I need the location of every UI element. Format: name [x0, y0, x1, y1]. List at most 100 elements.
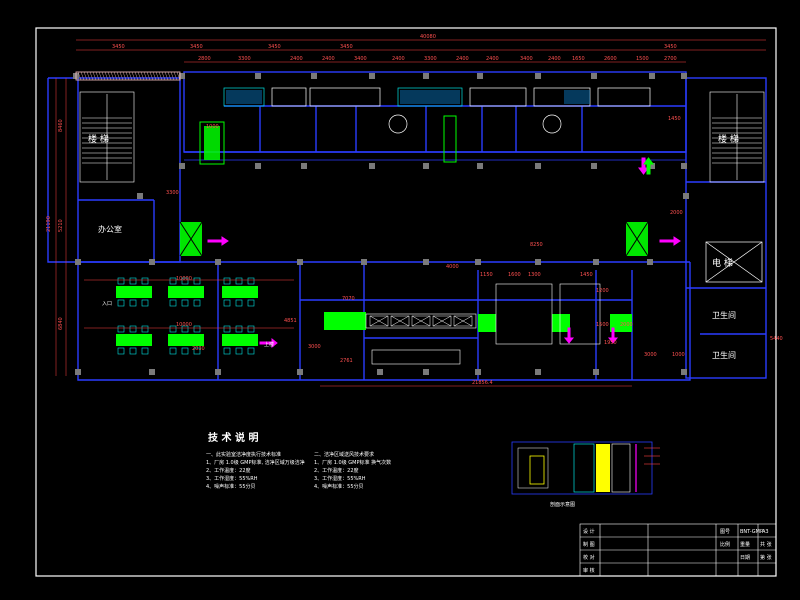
stair-left [79, 91, 135, 183]
column [149, 259, 155, 265]
dimension-label: 5440 [770, 336, 783, 342]
column [535, 163, 541, 169]
dimension-label: 3450 [190, 44, 203, 50]
hatch-line [107, 71, 112, 81]
chair [247, 325, 255, 333]
column [477, 73, 483, 79]
dimension-label: 1650 [572, 56, 585, 62]
title-drawing-no-label: 图号 [720, 529, 730, 535]
title-scale-2: 重量 [740, 541, 750, 548]
column [297, 369, 303, 375]
hatch-line [98, 71, 103, 81]
hatch-line [89, 71, 94, 81]
dimension-label: 1300 [528, 272, 541, 278]
hatch-line [167, 71, 172, 81]
hatch-line [173, 71, 178, 81]
chair [223, 299, 231, 307]
column [75, 259, 81, 265]
note-line: 1、厂房 1.0级 GMP标准, 洁净区域万级洁净 [206, 459, 305, 466]
chair [117, 277, 125, 285]
note-line: 2、工作温度：22度 [314, 467, 359, 474]
room-label-stair-right: 楼 梯 [718, 133, 739, 145]
note-line: 二、洁净区域送风技术要求 [314, 451, 374, 458]
dimension-label: 4000 [446, 264, 459, 270]
column [255, 73, 261, 79]
dimension-label: 10000 [176, 276, 192, 282]
column [297, 259, 303, 265]
elevator-shaft [705, 241, 763, 283]
hatch-line [134, 71, 139, 81]
window-strip-hatched [75, 71, 181, 81]
chair [193, 277, 201, 285]
dimension-label: 1600 [508, 272, 521, 278]
pass-box [453, 315, 473, 327]
title-block [579, 523, 777, 577]
column [591, 163, 597, 169]
hatch-line [95, 71, 100, 81]
note-line: 4、噪声标准：55分贝 [206, 483, 256, 490]
workbench [116, 334, 152, 346]
dimension-label: 2600 [604, 56, 617, 62]
column [475, 259, 481, 265]
column [649, 163, 655, 169]
dimension-label: 3450 [112, 44, 125, 50]
dimension-label: 3300 [424, 56, 437, 62]
column [179, 73, 185, 79]
dimension-label: 3450 [340, 44, 353, 50]
pass-box [432, 315, 452, 327]
chair [117, 299, 125, 307]
column [647, 259, 653, 265]
hatch-line [137, 71, 142, 81]
notes-title: 技 术 说 明 [208, 431, 258, 444]
note-line: 一、此实验室洁净度执行技术标准 [206, 451, 281, 458]
dimension-label: 3000 [308, 344, 321, 350]
column [423, 163, 429, 169]
chair [141, 325, 149, 333]
chair [169, 299, 177, 307]
hatch-line [101, 71, 106, 81]
column [377, 369, 383, 375]
hatch-line [143, 71, 148, 81]
chair [169, 277, 177, 285]
chair [223, 347, 231, 355]
dimension-label: 1500 [636, 56, 649, 62]
dimension-label: 2400 [486, 56, 499, 62]
lab-benches-top [199, 87, 651, 165]
dimension-label: 2400 [456, 56, 469, 62]
pass-box-cross [390, 315, 410, 327]
title-drawing-no: BNT-GMP [740, 529, 763, 535]
hatch-line [125, 71, 130, 81]
column [369, 73, 375, 79]
workbench [222, 286, 258, 298]
dimension-label: 2000 [620, 322, 633, 328]
column [311, 73, 317, 79]
chair [169, 347, 177, 355]
chair [141, 277, 149, 285]
hatch-line [122, 71, 127, 81]
dimension-label: 3400 [354, 56, 367, 62]
hatch-line [113, 71, 118, 81]
room-label-toilet-bottom: 卫生间 [712, 350, 736, 360]
chair [129, 299, 137, 307]
room-label-office: 办公室 [98, 224, 122, 234]
workstation-grid [116, 277, 258, 355]
hatch-line [140, 71, 145, 81]
dimension-label: 3450 [268, 44, 281, 50]
dimension-label: 3000 [644, 352, 657, 358]
title-row-draw: 制 图 [583, 541, 595, 548]
column [535, 259, 541, 265]
column [681, 369, 687, 375]
column [681, 163, 687, 169]
chair [117, 325, 125, 333]
title-scale-1: 比例 [720, 541, 730, 548]
dimension-label: 2030 [192, 346, 205, 352]
title-row-check: 校 对 [583, 554, 595, 561]
room-label-elevator: 电 梯 [712, 257, 733, 269]
structural-columns [73, 73, 689, 375]
pass-box-cross [411, 315, 431, 327]
hatch-line [116, 71, 121, 81]
